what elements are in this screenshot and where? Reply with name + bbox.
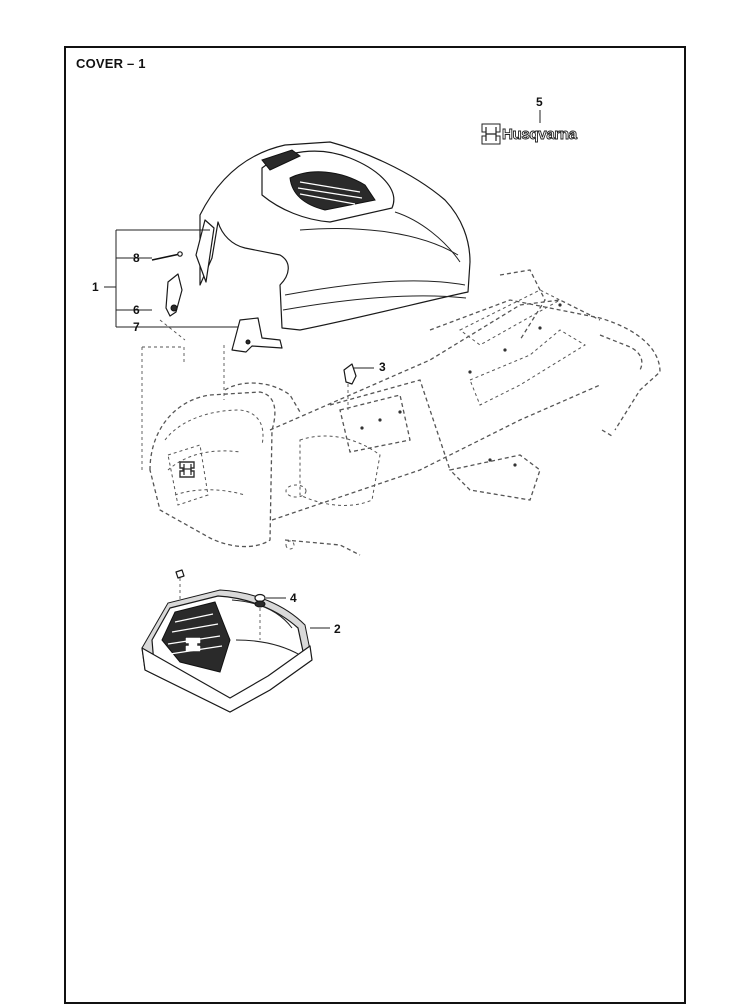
callout-8: 8 — [133, 251, 140, 265]
part-4-fastener: 4 — [254, 591, 297, 640]
callout-2: 2 — [334, 622, 341, 636]
callout-1: 1 — [92, 280, 99, 294]
part-8-rod: 8 — [116, 251, 183, 265]
hood-stripe-left — [261, 149, 301, 171]
part-5-decal: 5 Husqvarna — [481, 95, 579, 145]
callout-6: 6 — [133, 303, 140, 317]
callout-4: 4 — [290, 591, 297, 605]
part-3-latch: 3 — [343, 360, 386, 410]
callout-7: 7 — [133, 320, 140, 334]
hood-side-strut — [195, 219, 215, 283]
front-grille-phantom — [167, 444, 209, 506]
part-6-hinge: 6 — [116, 273, 183, 317]
lower-cover-grille — [161, 601, 231, 673]
callout-bracket-1: 1 — [92, 229, 210, 328]
husqvarna-wordmark: Husqvarna — [502, 126, 578, 143]
callout-3: 3 — [379, 360, 386, 374]
diagram-frame: COVER – 1 — [64, 46, 686, 1004]
husqvarna-logo-icon — [481, 123, 501, 145]
hood-vent — [289, 171, 376, 211]
page-title: COVER – 1 — [76, 56, 146, 71]
bracket-body — [231, 317, 283, 353]
part-2-lower-cover: 2 — [141, 569, 341, 713]
chassis-frame-phantom — [149, 269, 661, 556]
part-1-hood — [195, 141, 471, 331]
part-7-bracket: 7 — [133, 317, 283, 353]
callout-5: 5 — [536, 95, 543, 109]
